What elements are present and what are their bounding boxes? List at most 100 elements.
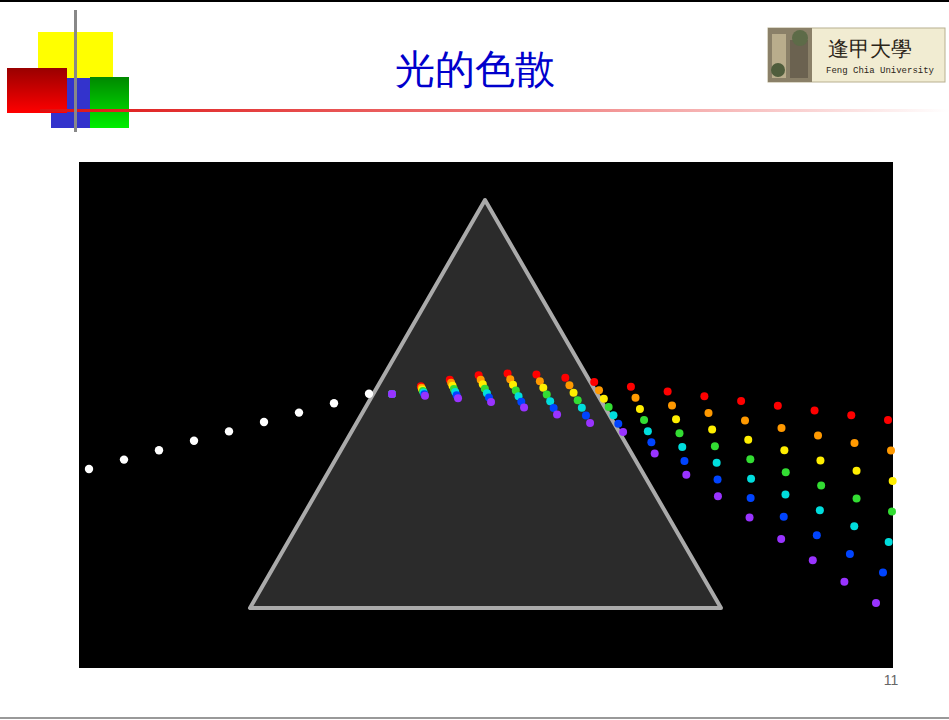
logo-name: 逢甲大學 <box>828 38 912 61</box>
color-dot <box>647 438 655 446</box>
color-dot <box>774 402 782 410</box>
bottom-rule <box>0 717 949 719</box>
white-dot <box>260 418 268 426</box>
color-dot <box>741 416 749 424</box>
color-dot <box>553 411 561 419</box>
slide-title: 光的色散 <box>395 50 555 90</box>
color-dot <box>711 442 719 450</box>
color-dot <box>632 394 640 402</box>
color-dot <box>664 388 672 396</box>
color-dot <box>619 428 627 436</box>
color-dot <box>778 424 786 432</box>
color-dot <box>744 436 752 444</box>
color-dot <box>708 426 716 434</box>
white-dot <box>295 408 303 416</box>
top-rule <box>0 0 949 2</box>
color-dot <box>454 394 462 402</box>
color-dot <box>853 467 861 475</box>
color-dot <box>705 409 713 417</box>
color-dot <box>872 599 880 607</box>
logo-photo <box>768 28 812 82</box>
green-square <box>90 77 129 128</box>
color-dot <box>388 390 396 398</box>
color-dot <box>777 535 785 543</box>
page-number: 11 <box>884 673 899 688</box>
color-dot <box>600 395 608 403</box>
color-dot <box>651 449 659 457</box>
white-dot <box>155 446 163 454</box>
color-dot <box>675 429 683 437</box>
color-dot <box>850 522 858 530</box>
logo-photo <box>792 30 808 46</box>
color-dot <box>811 407 819 415</box>
color-dot <box>388 390 396 398</box>
black-panel <box>79 162 893 668</box>
color-dot <box>879 569 887 577</box>
logo-photo <box>772 34 786 78</box>
color-dot <box>847 411 855 419</box>
color-dot <box>644 427 652 435</box>
color-dot <box>388 390 396 398</box>
color-dot <box>672 415 680 423</box>
color-dot <box>609 411 617 419</box>
red-rule <box>40 109 949 112</box>
color-dot <box>737 397 745 405</box>
logo-photo <box>771 63 785 77</box>
color-dot <box>713 459 721 467</box>
color-dot <box>682 471 690 479</box>
color-dot <box>680 457 688 465</box>
color-dot <box>781 491 789 499</box>
color-dot <box>816 456 824 464</box>
color-dot <box>780 446 788 454</box>
color-dot <box>605 403 613 411</box>
color-dot <box>816 506 824 514</box>
color-dot <box>388 390 396 398</box>
color-dot <box>388 390 396 398</box>
color-dot <box>668 401 676 409</box>
color-dot <box>853 494 861 502</box>
color-dot <box>565 381 573 389</box>
logo-english: Feng Chia University <box>826 67 934 77</box>
color-dot <box>582 411 590 419</box>
color-dot <box>388 390 396 398</box>
prism <box>250 200 721 608</box>
color-dot <box>814 431 822 439</box>
color-dot <box>889 477 897 485</box>
color-dot <box>747 494 755 502</box>
color-dot <box>570 389 578 397</box>
color-dot <box>817 481 825 489</box>
light-dots <box>85 369 897 607</box>
white-dot <box>190 437 198 445</box>
color-dot <box>678 443 686 451</box>
color-dot <box>578 404 586 412</box>
color-dot <box>885 538 893 546</box>
color-dot <box>561 374 569 382</box>
color-dot <box>846 550 854 558</box>
color-dot <box>884 416 892 424</box>
white-dot <box>85 465 93 473</box>
color-dot <box>888 508 896 516</box>
color-dot <box>574 396 582 404</box>
white-dot <box>225 427 233 435</box>
color-dot <box>636 405 644 413</box>
color-dot <box>840 578 848 586</box>
color-dot <box>700 392 708 400</box>
color-dot <box>590 378 598 386</box>
color-dot <box>782 468 790 476</box>
color-dot <box>746 514 754 522</box>
color-dot <box>627 383 635 391</box>
color-dot <box>714 475 722 483</box>
color-dot <box>747 475 755 483</box>
color-dot <box>714 492 722 500</box>
white-dot <box>330 399 338 407</box>
color-dot <box>746 455 754 463</box>
color-dot <box>887 447 895 455</box>
color-dot <box>388 390 396 398</box>
color-dot <box>586 419 594 427</box>
color-dot <box>813 531 821 539</box>
white-dot <box>365 390 373 398</box>
color-dot <box>809 556 817 564</box>
white-dot <box>120 455 128 463</box>
logo-ground <box>768 28 945 82</box>
color-dot <box>595 386 603 394</box>
